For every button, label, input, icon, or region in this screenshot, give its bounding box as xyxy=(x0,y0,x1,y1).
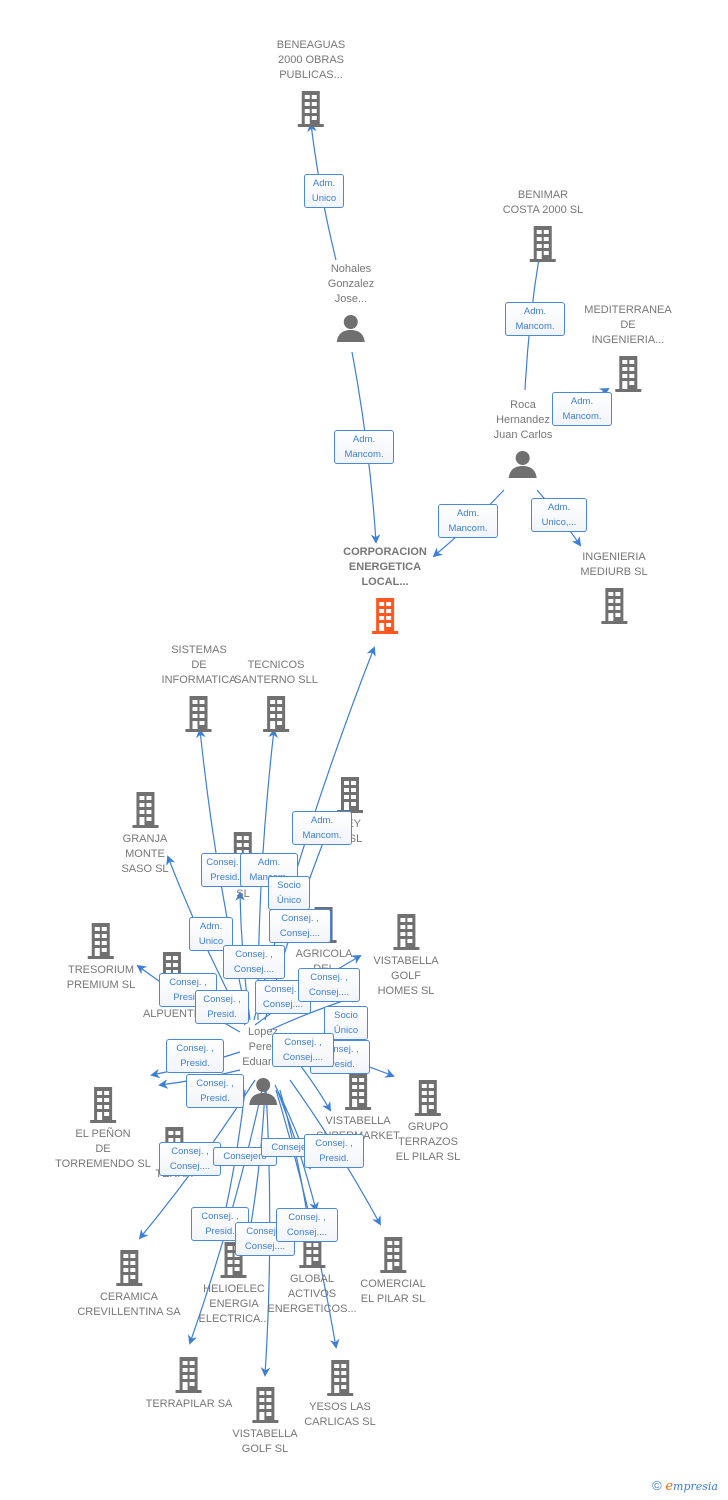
relation-badge[interactable]: Consej. , Consej.... xyxy=(269,909,331,943)
building-icon xyxy=(146,1355,233,1395)
node-label: CORPORACION ENERGETICA LOCAL... xyxy=(343,546,427,588)
person-node-roca[interactable]: Roca Hernandez Juan Carlos xyxy=(493,398,553,479)
relation-badge[interactable]: Consej. , Consej.... xyxy=(159,1142,221,1176)
relation-badge[interactable]: Adm. Unico xyxy=(304,174,344,208)
node-label: COMERCIAL EL PILAR SL xyxy=(360,1278,426,1305)
building-icon xyxy=(316,1072,400,1112)
node-label: Nohales Gonzalez Jose... xyxy=(327,263,375,305)
relation-badge[interactable]: Consej. , Consej.... xyxy=(276,1208,338,1242)
person-icon xyxy=(494,449,553,479)
node-label: EL PEÑON DE TORREMENDO SL xyxy=(55,1128,151,1170)
company-node-mediurb[interactable]: INGENIERIA MEDIURB SL xyxy=(580,550,648,626)
node-label: CERAMICA CREVILLENTINA SA xyxy=(77,1291,181,1318)
building-icon xyxy=(304,1358,376,1398)
company-node-vistabella_golf[interactable]: VISTABELLA GOLF SL xyxy=(232,1385,298,1457)
node-label: BENEAGUAS 2000 OBRAS PUBLICAS... xyxy=(276,39,346,81)
company-node-benimar[interactable]: BENIMAR COSTA 2000 SL xyxy=(502,188,584,264)
company-node-sistemas[interactable]: SISTEMAS DE INFORMATICA xyxy=(161,643,237,734)
company-node-yesos[interactable]: YESOS LAS CARLICAS SL xyxy=(304,1358,376,1430)
company-node-grupo_terrazos[interactable]: GRUPO TERRAZOS EL PILAR SL xyxy=(396,1078,460,1165)
relation-badge[interactable]: Adm. Unico,... xyxy=(531,498,587,532)
building-icon xyxy=(77,1248,180,1288)
relation-badge[interactable]: Consej. , Consej.... xyxy=(298,968,360,1002)
brand-logo-initial: e xyxy=(665,1479,674,1494)
relation-badge[interactable]: Consej. , Presid. xyxy=(195,990,249,1024)
person-node-nohales[interactable]: Nohales Gonzalez Jose... xyxy=(328,262,374,343)
company-node-helioelec[interactable]: HELIOELEC ENERGIA ELECTRICA... xyxy=(198,1240,270,1327)
company-node-tresorium[interactable]: TRESORIUM PREMIUM SL xyxy=(67,921,135,993)
node-label: Roca Hernandez Juan Carlos xyxy=(493,399,553,441)
relation-badge[interactable]: Consej. , Presid. xyxy=(304,1134,364,1168)
company-node-terrapilar[interactable]: TERRAPILAR SA xyxy=(145,1355,233,1412)
focus-company-node[interactable]: CORPORACION ENERGETICA LOCAL... xyxy=(343,545,427,636)
building-icon xyxy=(580,586,647,626)
building-icon xyxy=(232,1385,297,1425)
building-icon xyxy=(277,89,345,129)
node-label: GRUPO TERRAZOS EL PILAR SL xyxy=(395,1121,461,1163)
company-node-tecnicos[interactable]: TECNICOS SANTERNO SLL xyxy=(234,658,318,734)
company-node-vistabella_homes[interactable]: VISTABELLA GOLF HOMES SL xyxy=(373,912,439,999)
relation-badge[interactable]: Consej. , Consej.... xyxy=(272,1033,334,1067)
node-label: HELIOELEC ENERGIA ELECTRICA... xyxy=(198,1283,270,1325)
building-icon xyxy=(373,912,438,952)
node-label: TECNICOS SANTERNO SLL xyxy=(234,659,318,686)
copyright-symbol: © xyxy=(652,1478,662,1493)
relation-badge[interactable]: Adm. Mancom. xyxy=(438,504,498,538)
relation-badge[interactable]: Adm. Mancom. xyxy=(334,430,394,464)
relation-badge[interactable]: Adm. Mancom. xyxy=(505,302,565,336)
building-icon xyxy=(584,354,671,394)
company-node-ceramica[interactable]: CERAMICA CREVILLENTINA SA xyxy=(77,1248,181,1320)
building-icon xyxy=(67,921,135,961)
person-icon xyxy=(242,1076,284,1106)
node-label: VISTABELLA GOLF HOMES SL xyxy=(373,955,439,997)
person-icon xyxy=(328,313,374,343)
relation-badge[interactable]: Consej. , Presid. xyxy=(186,1074,244,1108)
relation-badge[interactable]: Adm. Mancom. xyxy=(292,811,352,845)
company-node-penon[interactable]: EL PEÑON DE TORREMENDO SL xyxy=(55,1085,151,1172)
building-icon xyxy=(55,1085,151,1125)
relation-badge[interactable]: Consej. , Presid. xyxy=(166,1039,224,1073)
building-icon xyxy=(333,775,367,815)
building-icon xyxy=(162,694,237,734)
building-icon xyxy=(503,224,584,264)
node-label: TRESORIUM PREMIUM SL xyxy=(66,964,136,991)
company-node-comercial[interactable]: COMERCIAL EL PILAR SL xyxy=(360,1235,426,1307)
node-label: INGENIERIA MEDIURB SL xyxy=(580,551,648,578)
company-node-granja[interactable]: GRANJA MONTE SASO SL xyxy=(121,790,169,877)
node-label: SISTEMAS DE INFORMATICA xyxy=(161,644,237,686)
building-icon xyxy=(343,596,427,636)
node-label: GLOBAL ACTIVOS ENERGETICOS... xyxy=(267,1273,357,1315)
brand-logo-text: mpresia xyxy=(673,1480,718,1493)
node-label: YESOS LAS CARLICAS SL xyxy=(304,1401,376,1428)
building-icon xyxy=(234,694,318,734)
company-node-mediterranea[interactable]: MEDITERRANEA DE INGENIERIA... xyxy=(584,303,672,394)
relation-badge[interactable]: Consej. , Consej.... xyxy=(223,945,285,979)
node-label: MEDITERRANEA DE INGENIERIA... xyxy=(584,304,672,346)
footer-brand: © empresia xyxy=(652,1478,718,1494)
person-node-lopez[interactable]: Lopez Perez Eduardo xyxy=(242,1025,284,1106)
node-label: VISTABELLA GOLF SL xyxy=(232,1428,298,1455)
building-icon xyxy=(396,1078,460,1118)
node-label: BENIMAR COSTA 2000 SL xyxy=(502,189,584,216)
node-label: TERRAPILAR SA xyxy=(145,1398,233,1410)
relation-badge[interactable]: Adm. Mancom. xyxy=(552,392,612,426)
relation-edge xyxy=(299,1064,331,1112)
relation-badge[interactable]: Socio Único xyxy=(268,876,310,910)
company-node-beneaguas[interactable]: BENEAGUAS 2000 OBRAS PUBLICAS... xyxy=(277,38,345,129)
building-icon xyxy=(121,790,168,830)
building-icon xyxy=(360,1235,425,1275)
node-label: GRANJA MONTE SASO SL xyxy=(121,833,169,875)
